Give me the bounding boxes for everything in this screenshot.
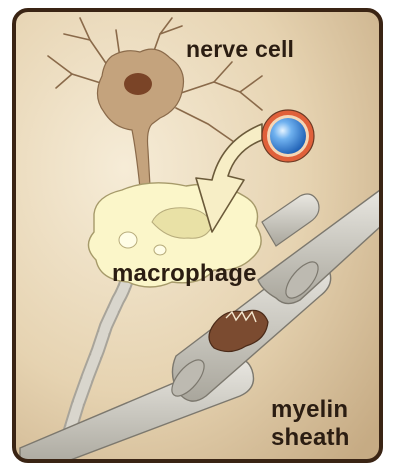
myelin-sheath-label-line1: myelin <box>271 398 348 422</box>
antigen-particle <box>262 110 314 162</box>
macrophage-vacuole <box>119 232 137 248</box>
macrophage-label: macrophage <box>112 262 257 286</box>
nerve-cell-nucleus <box>124 73 152 95</box>
myelin-sheath-label-line2: sheath <box>271 426 350 450</box>
nerve-cell-label: nerve cell <box>186 38 294 61</box>
macrophage-vacuole <box>154 245 166 255</box>
